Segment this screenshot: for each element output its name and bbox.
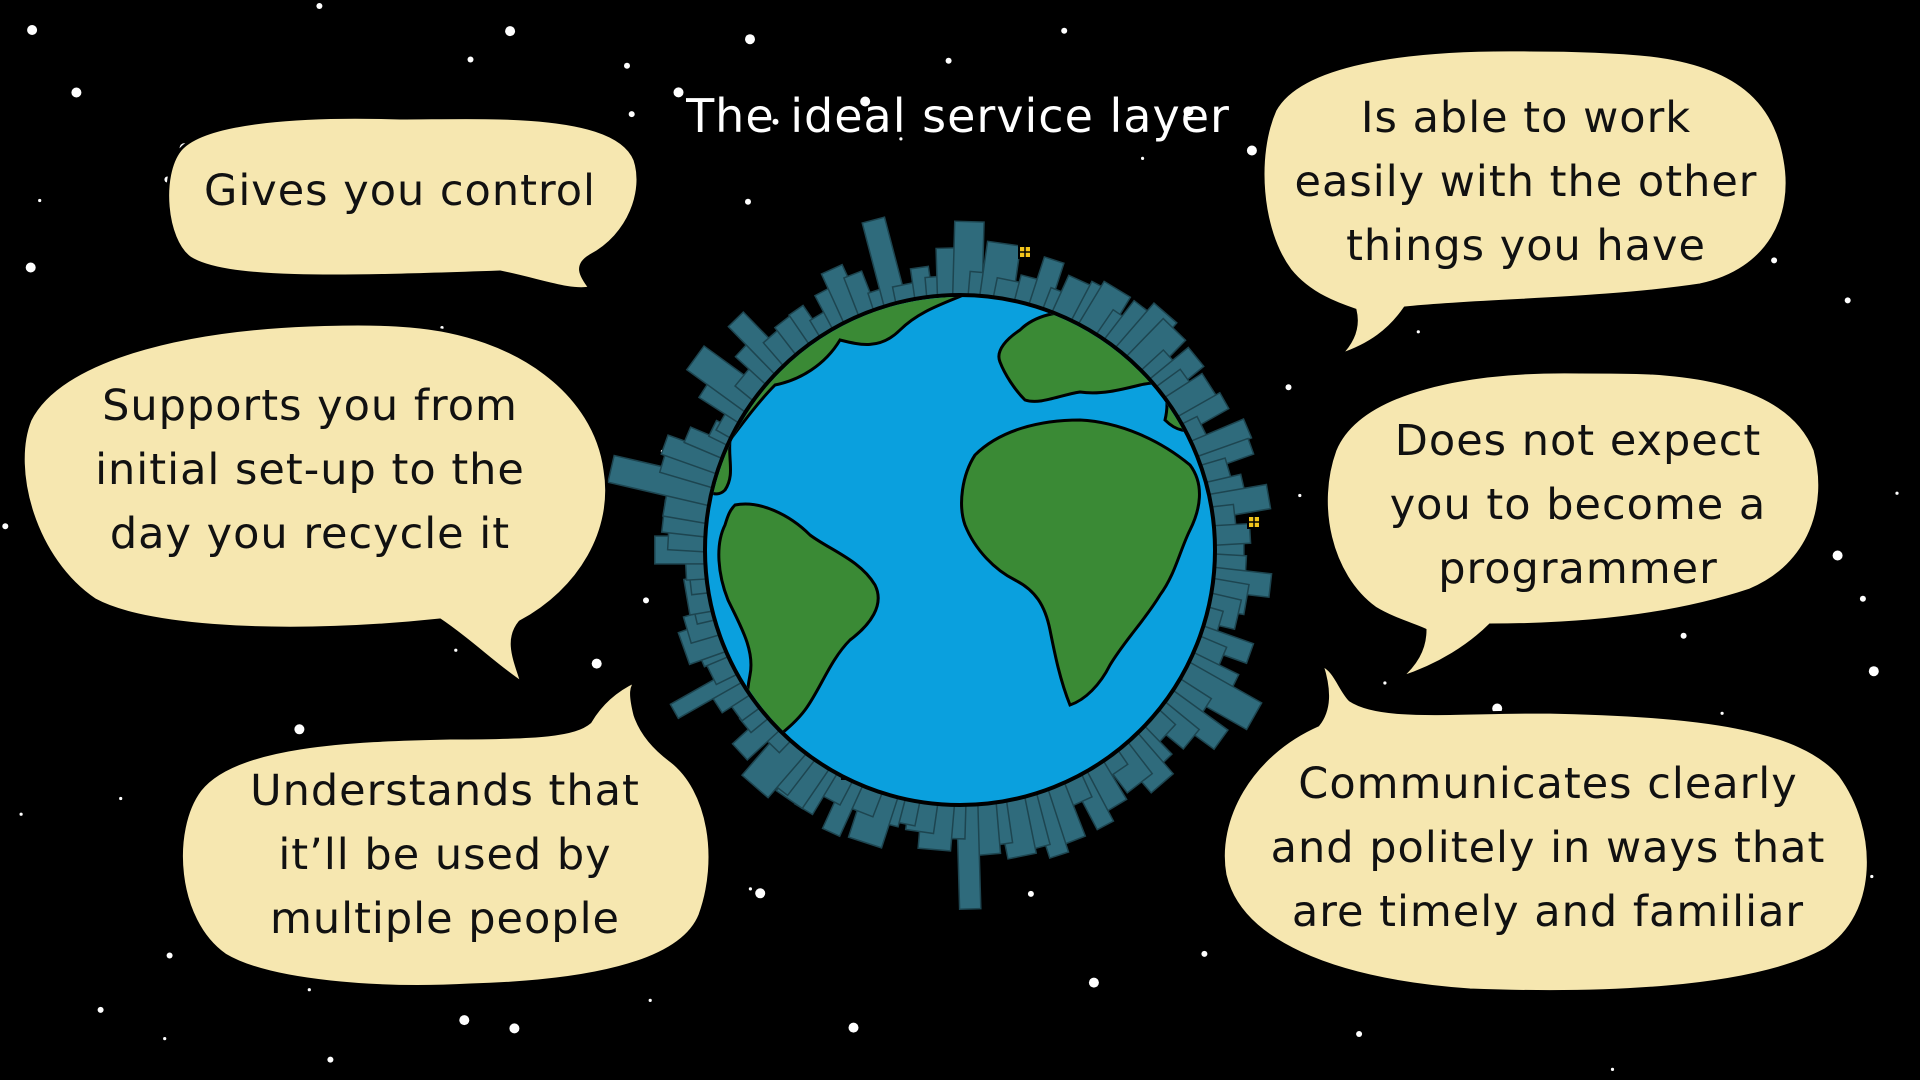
- star: [25, 262, 36, 273]
- star: [899, 137, 903, 141]
- star: [509, 1023, 520, 1034]
- speech-bubble-supports-you: Supports you from initial set-up to the da…: [21, 322, 609, 687]
- bubble-text-line: it’ll be used by: [278, 830, 611, 880]
- star: [1183, 106, 1194, 117]
- star: [163, 1037, 167, 1041]
- star: [2, 523, 9, 530]
- star: [1356, 1031, 1363, 1037]
- star: [745, 34, 755, 45]
- speech-bubble-communicates-clearly: Communicates clearly and politely in ways…: [1221, 662, 1870, 994]
- star: [1383, 681, 1387, 685]
- speech-bubble-works-with-other-things: Is able to work easily with the other thin…: [1261, 48, 1789, 357]
- star: [1844, 297, 1851, 304]
- star: [166, 952, 173, 959]
- star: [755, 888, 766, 899]
- star: [1870, 874, 1874, 879]
- bubble-text-communicates-clearly: Communicates clearly and politely in ways…: [1271, 759, 1826, 937]
- star: [307, 988, 311, 992]
- bubble-text-line: are timely and familiar: [1292, 887, 1804, 937]
- bubble-text-line: multiple people: [270, 894, 620, 944]
- speech-bubble-gives-you-control: Gives you control: [166, 115, 640, 291]
- star: [454, 648, 458, 652]
- star: [945, 57, 952, 64]
- star: [1061, 27, 1068, 34]
- bubble-text-line: Is able to work: [1361, 93, 1691, 143]
- star: [628, 111, 635, 118]
- star: [1680, 632, 1687, 639]
- star: [648, 998, 652, 1003]
- star: [119, 796, 123, 801]
- star: [1246, 145, 1257, 156]
- star: [467, 56, 474, 63]
- bubble-text-line: day you recycle it: [110, 509, 510, 559]
- star: [1859, 595, 1866, 602]
- bubble-text-line: Understands that: [250, 766, 640, 816]
- star: [1895, 491, 1899, 495]
- bubble-text-line: and politely in ways that: [1271, 823, 1826, 873]
- star: [97, 1006, 104, 1013]
- star: [848, 1022, 859, 1033]
- star: [772, 118, 779, 125]
- bubble-text-line: Does not expect: [1395, 416, 1761, 466]
- star: [1088, 977, 1099, 988]
- star: [1285, 384, 1292, 391]
- speech-bubble-not-a-programmer: Does not expect you to become a programmer: [1324, 370, 1822, 680]
- continent-africa: [960, 418, 1201, 707]
- bubble-text-line: you to become a: [1390, 480, 1767, 530]
- bubble-text-not-a-programmer: Does not expect you to become a programmer: [1390, 416, 1767, 594]
- star: [624, 62, 630, 69]
- bubble-text-gives-you-control: Gives you control: [204, 166, 596, 216]
- bubble-text-line: Communicates clearly: [1298, 759, 1797, 809]
- window-icon: [1247, 515, 1261, 529]
- star: [1201, 950, 1208, 957]
- star: [38, 198, 42, 203]
- star: [1720, 711, 1724, 715]
- star: [505, 26, 516, 37]
- bubble-text-line: programmer: [1438, 544, 1718, 594]
- star: [327, 1056, 334, 1063]
- star: [748, 887, 753, 891]
- star: [27, 25, 38, 35]
- star: [1416, 330, 1420, 334]
- star: [316, 3, 323, 9]
- bubble-text-understands-multiple-people: Understands that it’ll be used by multiple…: [250, 766, 640, 944]
- star: [1492, 703, 1503, 714]
- star: [591, 658, 602, 669]
- bubble-text-line: things you have: [1346, 221, 1706, 271]
- bubble-text-supports-you: Supports you from initial set-up to the da…: [95, 381, 525, 559]
- speech-bubble-understands-multiple-people: Understands that it’ll be used by multiple…: [179, 678, 712, 988]
- star: [860, 96, 871, 107]
- star: [440, 326, 444, 330]
- title: The ideal service layer: [685, 89, 1230, 143]
- star: [1771, 257, 1778, 264]
- star: [1027, 890, 1034, 897]
- bubble-text-works-with-other-things: Is able to work easily with the other thin…: [1295, 93, 1758, 271]
- star: [1868, 666, 1879, 677]
- globe: [607, 216, 1273, 911]
- star: [19, 812, 23, 816]
- star: [1298, 493, 1302, 498]
- star: [71, 87, 82, 98]
- bubble-text-line: initial set-up to the: [95, 445, 525, 495]
- star: [459, 1015, 470, 1026]
- star: [1610, 1067, 1615, 1071]
- bubble-text-line: Gives you control: [204, 166, 596, 216]
- bubble-text-line: easily with the other: [1295, 157, 1758, 207]
- continent-south-america: [717, 502, 880, 758]
- star: [1832, 550, 1843, 561]
- star: [673, 87, 684, 98]
- star: [643, 597, 649, 604]
- bubble-text-line: Supports you from: [102, 381, 518, 431]
- window-icon: [1018, 245, 1032, 259]
- star: [1141, 156, 1145, 160]
- star: [294, 724, 305, 735]
- star: [745, 198, 751, 205]
